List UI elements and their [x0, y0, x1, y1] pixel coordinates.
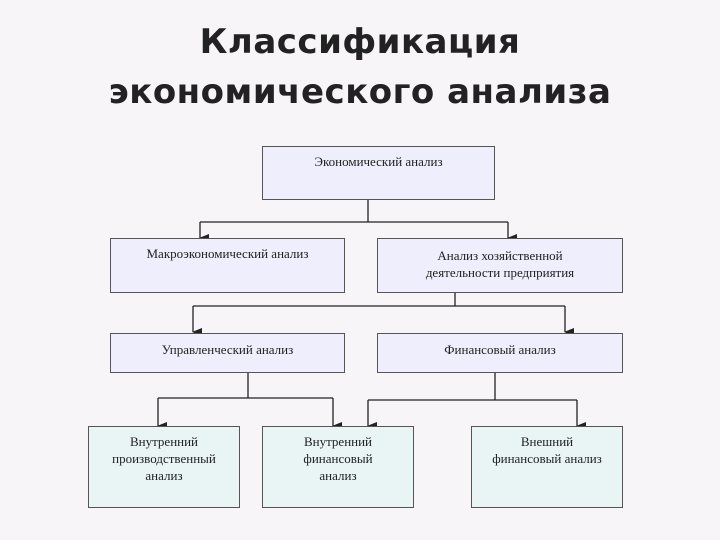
connector-management-to-internal-fin: [248, 397, 333, 426]
node-enterprise-activity-analysis: Анализ хозяйственной деятельности предпр…: [377, 238, 623, 293]
node-label: Управленческий анализ: [161, 342, 294, 357]
node-economic-analysis: Экономический анализ: [262, 146, 495, 200]
node-label-line: Анализ хозяйственной: [437, 248, 563, 263]
node-label-line: финансовый: [303, 451, 373, 466]
node-label-line: деятельности предприятия: [425, 265, 575, 280]
node-label-line: анализ: [319, 468, 357, 483]
node-label-line: финансовый анализ: [492, 451, 602, 466]
node-label-line: Внешний: [520, 434, 574, 449]
node-label-line: анализ: [145, 468, 183, 483]
node-label-line: Внутренний: [129, 434, 199, 449]
page-title-line-2: экономического анализа: [108, 72, 612, 112]
node-internal-production-analysis: Внутренний производственный анализ: [88, 426, 240, 508]
node-label: Макроэкономический анализ: [146, 246, 309, 261]
node-management-analysis: Управленческий анализ: [110, 333, 345, 373]
node-label: Экономический анализ: [314, 154, 443, 169]
node-external-financial-analysis: Внешний финансовый анализ: [471, 426, 623, 508]
node-label: Финансовый анализ: [444, 342, 556, 357]
node-internal-financial-analysis: Внутренний финансовый анализ: [262, 426, 414, 508]
node-financial-analysis: Финансовый анализ: [377, 333, 623, 373]
node-label-line: Внутренний: [303, 434, 373, 449]
node-macroeconomic-analysis: Макроэкономический анализ: [110, 238, 345, 293]
page-title-line-1: Классификация: [199, 22, 521, 62]
node-label-line: производственный: [112, 451, 216, 466]
